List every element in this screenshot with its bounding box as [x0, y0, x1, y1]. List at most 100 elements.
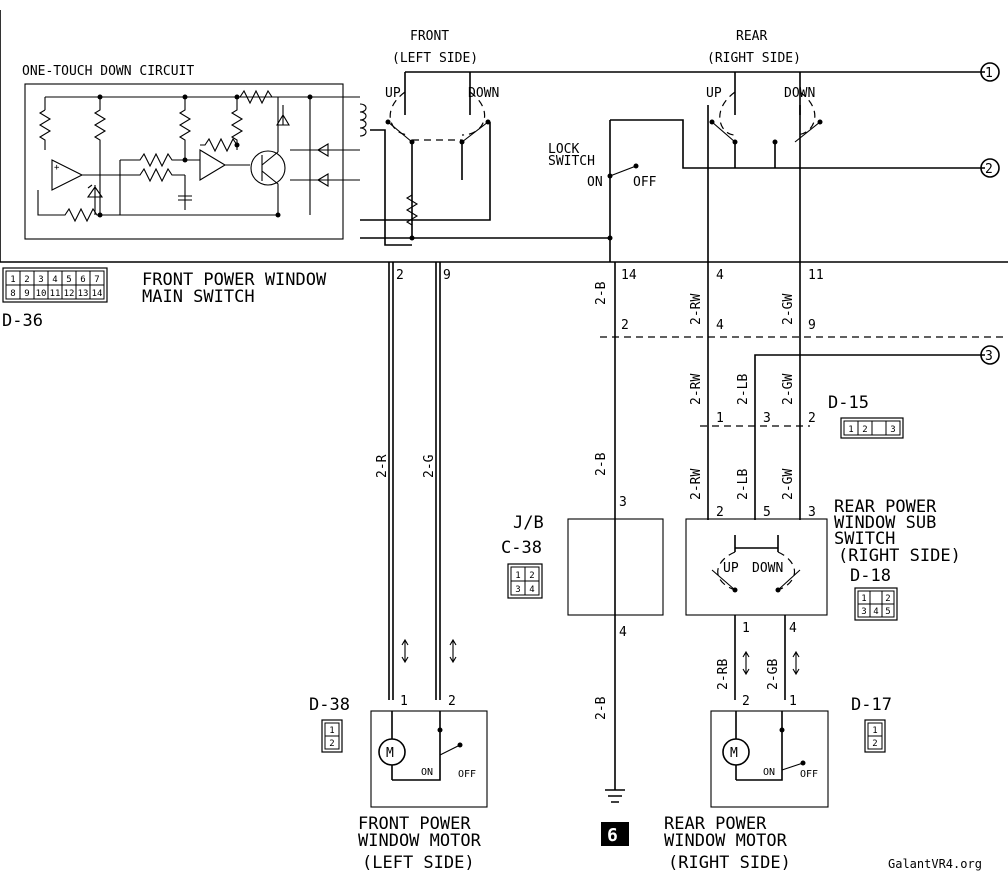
watermark: GalantVR4.org: [888, 857, 982, 871]
rear-window-motor: M ON OFF: [710, 710, 829, 808]
connector-d18-label: D-18: [850, 566, 891, 586]
sub-switch-label-1: REAR POWER: [834, 497, 937, 517]
svg-text:2-GW: 2-GW: [781, 374, 796, 405]
d17-frame: [864, 719, 886, 753]
rear-motor-label-3: (RIGHT SIDE): [668, 853, 791, 873]
c38-pin: 2: [529, 571, 534, 581]
sub-up-label: UP: [723, 561, 739, 576]
svg-text:1: 1: [400, 694, 408, 709]
d36-pin: 9: [24, 289, 29, 299]
front-motor-label-1: FRONT POWER: [358, 814, 471, 834]
d36-pin: 4: [52, 275, 57, 285]
d15-cell: [885, 420, 901, 436]
svg-text:ON: ON: [763, 767, 775, 778]
d38-pin: 2: [329, 739, 334, 749]
front-side-label: (LEFT SIDE): [392, 51, 478, 66]
jb-label: J/B: [513, 513, 544, 533]
front-window-switch: UP DOWN: [360, 71, 985, 246]
wire-label-r: 2-R: [375, 454, 390, 478]
svg-text:2: 2: [448, 694, 456, 709]
connector-d38: 12: [321, 719, 343, 753]
d18-pin: 5: [885, 607, 890, 617]
front-down-label: DOWN: [468, 86, 499, 101]
svg-text:2-LB: 2-LB: [736, 374, 751, 405]
d36-pin: 5: [66, 275, 71, 285]
rear-motor-label-1: REAR POWER: [664, 814, 767, 834]
front-motor-m: M: [386, 746, 394, 761]
one-touch-circuit: +: [37, 89, 367, 223]
d17-pin: 1: [872, 726, 877, 736]
sub-switch-label-3: SWITCH: [834, 529, 895, 549]
one-touch-label: ONE-TOUCH DOWN CIRCUIT: [22, 64, 194, 79]
connector-d17-label: D-17: [851, 695, 892, 715]
d36-frame: [2, 267, 108, 303]
c38-pin: 1: [515, 571, 520, 581]
svg-text:OFF: OFF: [458, 769, 476, 780]
svg-text:1: 1: [742, 621, 750, 636]
d17-pin: 2: [872, 739, 877, 749]
svg-text:9: 9: [443, 268, 451, 283]
svg-text:ON: ON: [421, 767, 433, 778]
d15-frame: [840, 417, 904, 439]
front-up-label: UP: [385, 86, 401, 101]
sub-switch-label-2: WINDOW SUB: [834, 513, 936, 533]
front-motor-wiring: 2 9 2-R 2-G 1 2: [375, 262, 457, 709]
d36-pin: 3: [38, 275, 43, 285]
d18-pin: 4: [873, 607, 878, 617]
d36-pin: 2: [24, 275, 29, 285]
svg-text:4: 4: [619, 625, 627, 640]
svg-text:4: 4: [716, 268, 724, 283]
d17-cell: [867, 735, 883, 750]
svg-text:3: 3: [808, 505, 816, 520]
front-motor-label-2: WINDOW MOTOR: [358, 831, 482, 851]
d36-pin: 12: [64, 289, 75, 299]
svg-text:OFF: OFF: [800, 769, 818, 780]
svg-text:4: 4: [789, 621, 797, 636]
d38-pin: 1: [329, 726, 334, 736]
d36-pin: 13: [78, 289, 89, 299]
wire-label-b-3: 2-B: [594, 696, 609, 720]
lock-on-label: ON: [587, 175, 603, 190]
front-label: FRONT: [410, 29, 449, 44]
wire-label-g: 2-G: [422, 454, 437, 478]
d15-pin: 3: [890, 425, 895, 435]
connector-d15-label: D-15: [828, 393, 869, 413]
svg-text:2-RW: 2-RW: [689, 469, 704, 500]
main-switch-label-2: MAIN SWITCH: [142, 287, 255, 307]
svg-text:3: 3: [619, 495, 627, 510]
c38-pin: 4: [529, 585, 534, 595]
svg-text:2: 2: [742, 694, 750, 709]
main-switch-housing: [0, 10, 1008, 263]
connector-d38-label: D-38: [309, 695, 350, 715]
d15-pin: 1: [848, 425, 853, 435]
svg-text:5: 5: [763, 505, 771, 520]
svg-text:1: 1: [985, 66, 993, 81]
svg-text:2-LB: 2-LB: [736, 469, 751, 500]
svg-text:3: 3: [763, 411, 771, 426]
d38-frame: [321, 719, 343, 753]
svg-text:2-GB: 2-GB: [766, 659, 781, 690]
d18-cell: [869, 590, 883, 605]
svg-text:2-GW: 2-GW: [781, 469, 796, 500]
svg-text:1: 1: [789, 694, 797, 709]
svg-text:2: 2: [985, 162, 993, 177]
svg-text:2: 2: [621, 318, 629, 333]
svg-text:2-GW: 2-GW: [781, 294, 796, 325]
d18-pin: 3: [861, 607, 866, 617]
sub-down-label: DOWN: [752, 561, 783, 576]
d36-cell: [89, 284, 105, 300]
ref-circle-2: 2: [980, 158, 1000, 178]
svg-text:3: 3: [985, 349, 993, 364]
connector-d17: 12: [864, 719, 886, 753]
svg-text:+: +: [54, 163, 60, 173]
one-touch-circuit-box: [24, 83, 344, 240]
rear-window-switch: UP DOWN: [706, 72, 823, 262]
d36-pin: 6: [80, 275, 85, 285]
ground-ref-box: [601, 822, 629, 846]
rear-side-label: (RIGHT SIDE): [707, 51, 801, 66]
svg-text:2: 2: [396, 268, 404, 283]
rear-motor-m: M: [730, 746, 738, 761]
